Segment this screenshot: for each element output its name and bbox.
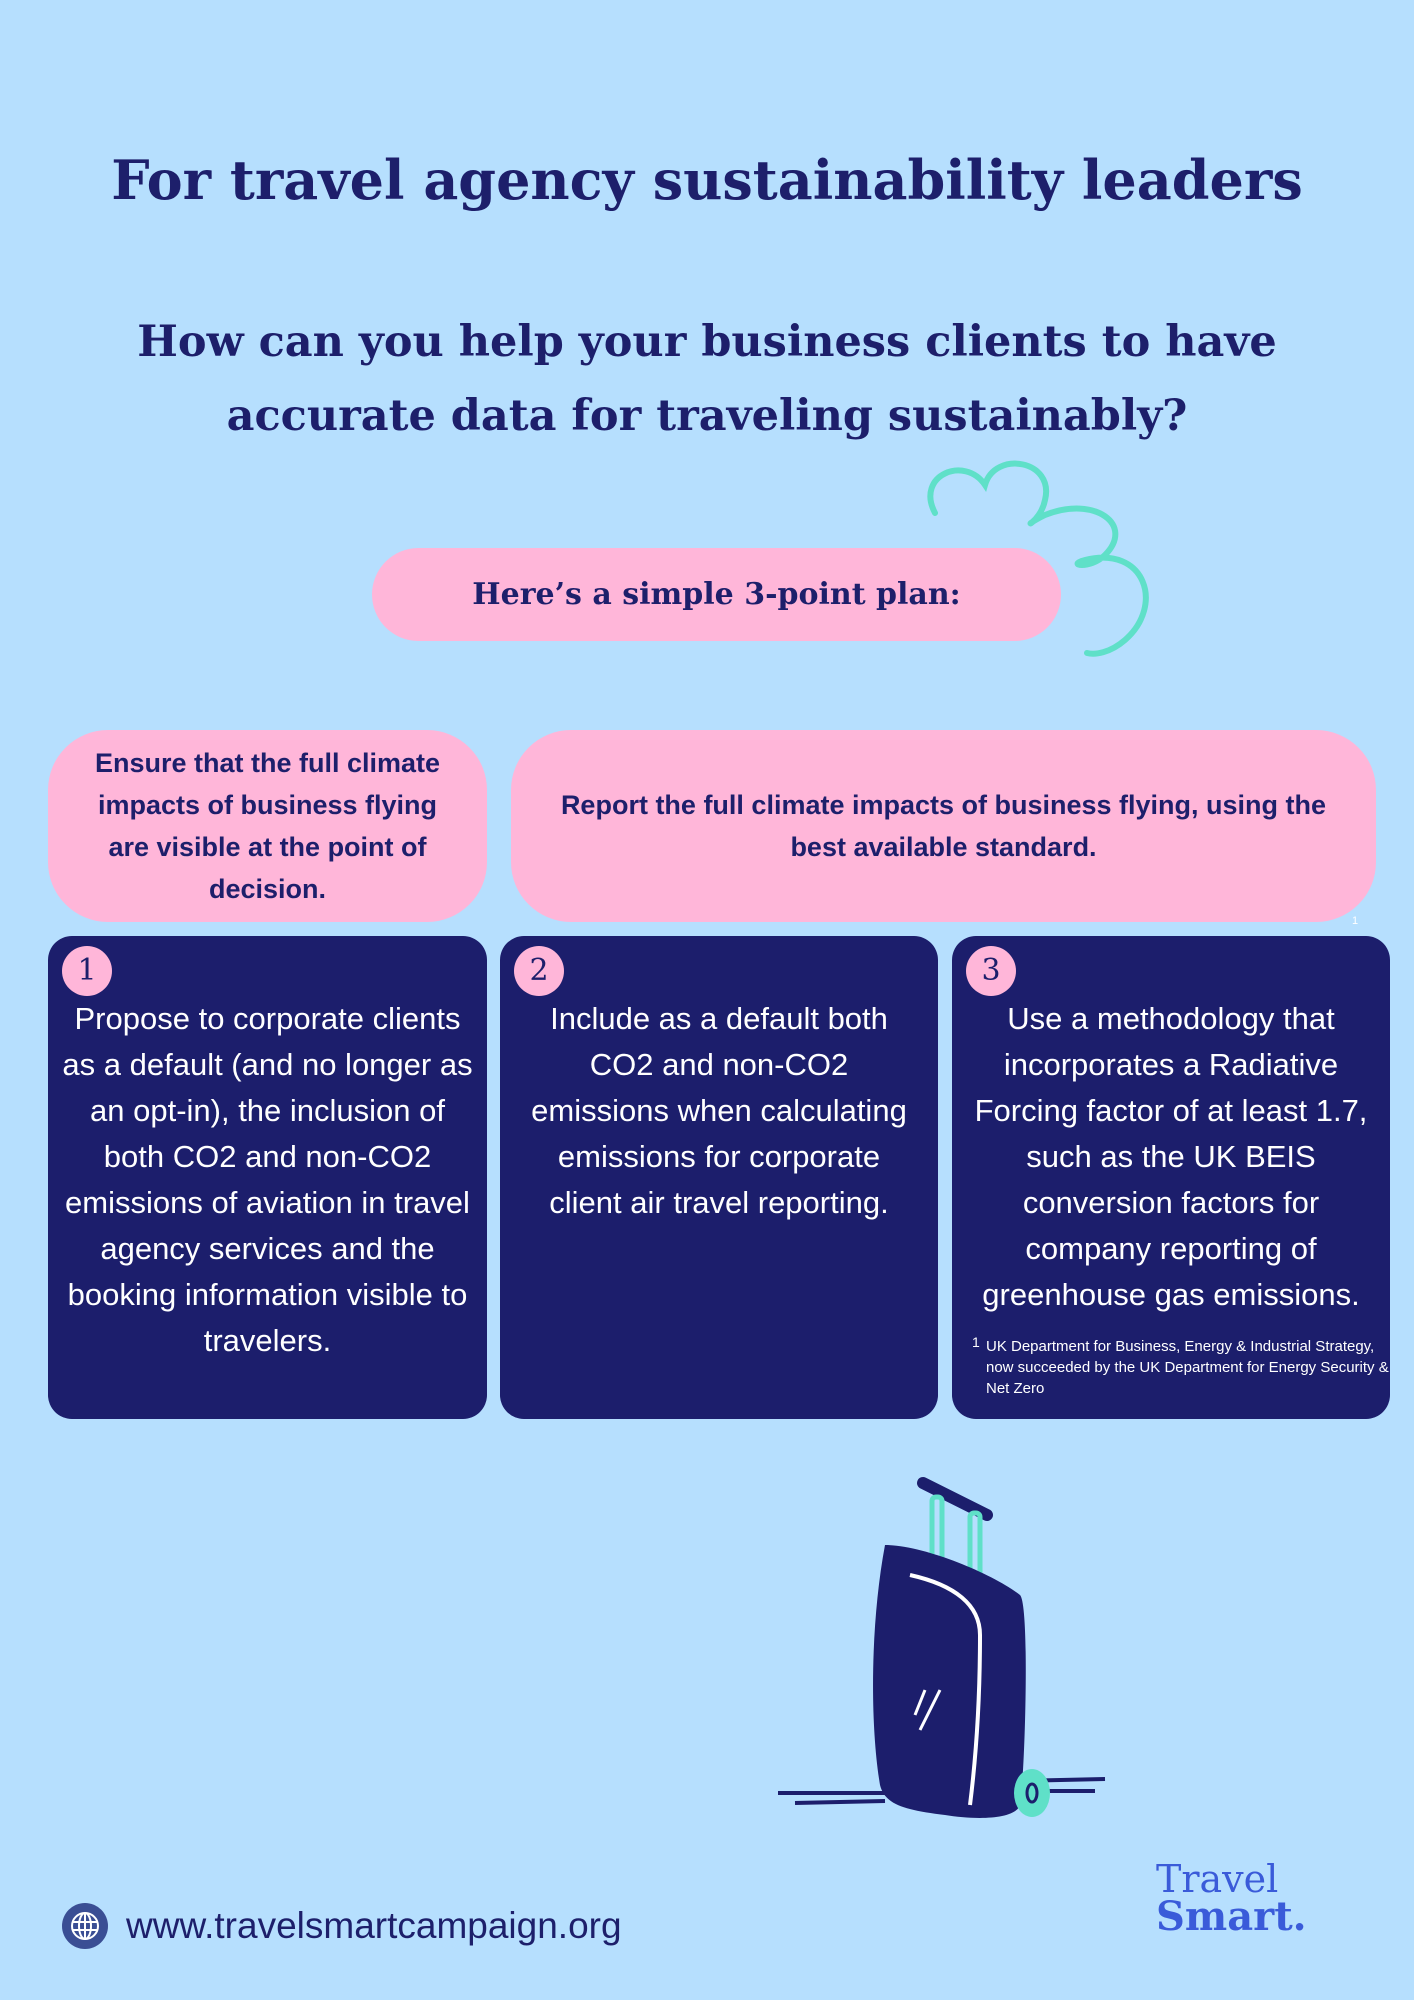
step-card-3: 3 Use a methodology that incorporates a …: [952, 936, 1390, 1419]
plan-label-pill: Here’s a simple 3-point plan:: [372, 548, 1061, 641]
step-card-1: 1 Propose to corporate clients as a defa…: [48, 936, 487, 1419]
logo-line: Travel: [1156, 1857, 1279, 1901]
footnote: 1 UK Department for Business, Energy & In…: [972, 1334, 1390, 1399]
logo-line: Smart.: [1156, 1893, 1307, 1940]
page-title: For travel agency sustainability leaders: [111, 148, 1303, 212]
step-text: Include as a default both CO2 and non-CO…: [531, 1001, 907, 1220]
website-link[interactable]: www.travelsmartcampaign.org: [126, 1905, 622, 1946]
travel-smart-logo: Travel Smart.: [1156, 1857, 1307, 1940]
subtitle-line: accurate data for traveling sustainably?: [226, 391, 1188, 441]
footnote-text: UK Department for Business, Energy & Ind…: [986, 1338, 1389, 1397]
step-number-badge: 1: [62, 946, 112, 996]
step-number-badge: 3: [966, 946, 1016, 996]
footnote-sup: 1: [972, 1334, 980, 1350]
page-subtitle: How can you help your business clients t…: [0, 305, 1414, 453]
footnote-marker: 1: [1352, 915, 1359, 927]
footer: www.travelsmartcampaign.org: [62, 1903, 622, 1949]
step-card-2: 2 Include as a default both CO2 and non-…: [500, 936, 938, 1419]
step-text: Propose to corporate clients as a defaul…: [62, 1001, 473, 1358]
step-text: Use a methodology that incorporates a Ra…: [974, 1001, 1368, 1312]
globe-icon: [62, 1903, 108, 1949]
suitcase-illustration-icon: [778, 1477, 1106, 1818]
swirl-decoration-icon: [927, 460, 1149, 657]
goal-box-visibility: Ensure that the full climate impacts of …: [48, 730, 487, 922]
step-number-badge: 2: [514, 946, 564, 996]
subtitle-line: How can you help your business clients t…: [137, 317, 1277, 367]
goal-box-reporting: Report the full climate impacts of busin…: [511, 730, 1376, 922]
